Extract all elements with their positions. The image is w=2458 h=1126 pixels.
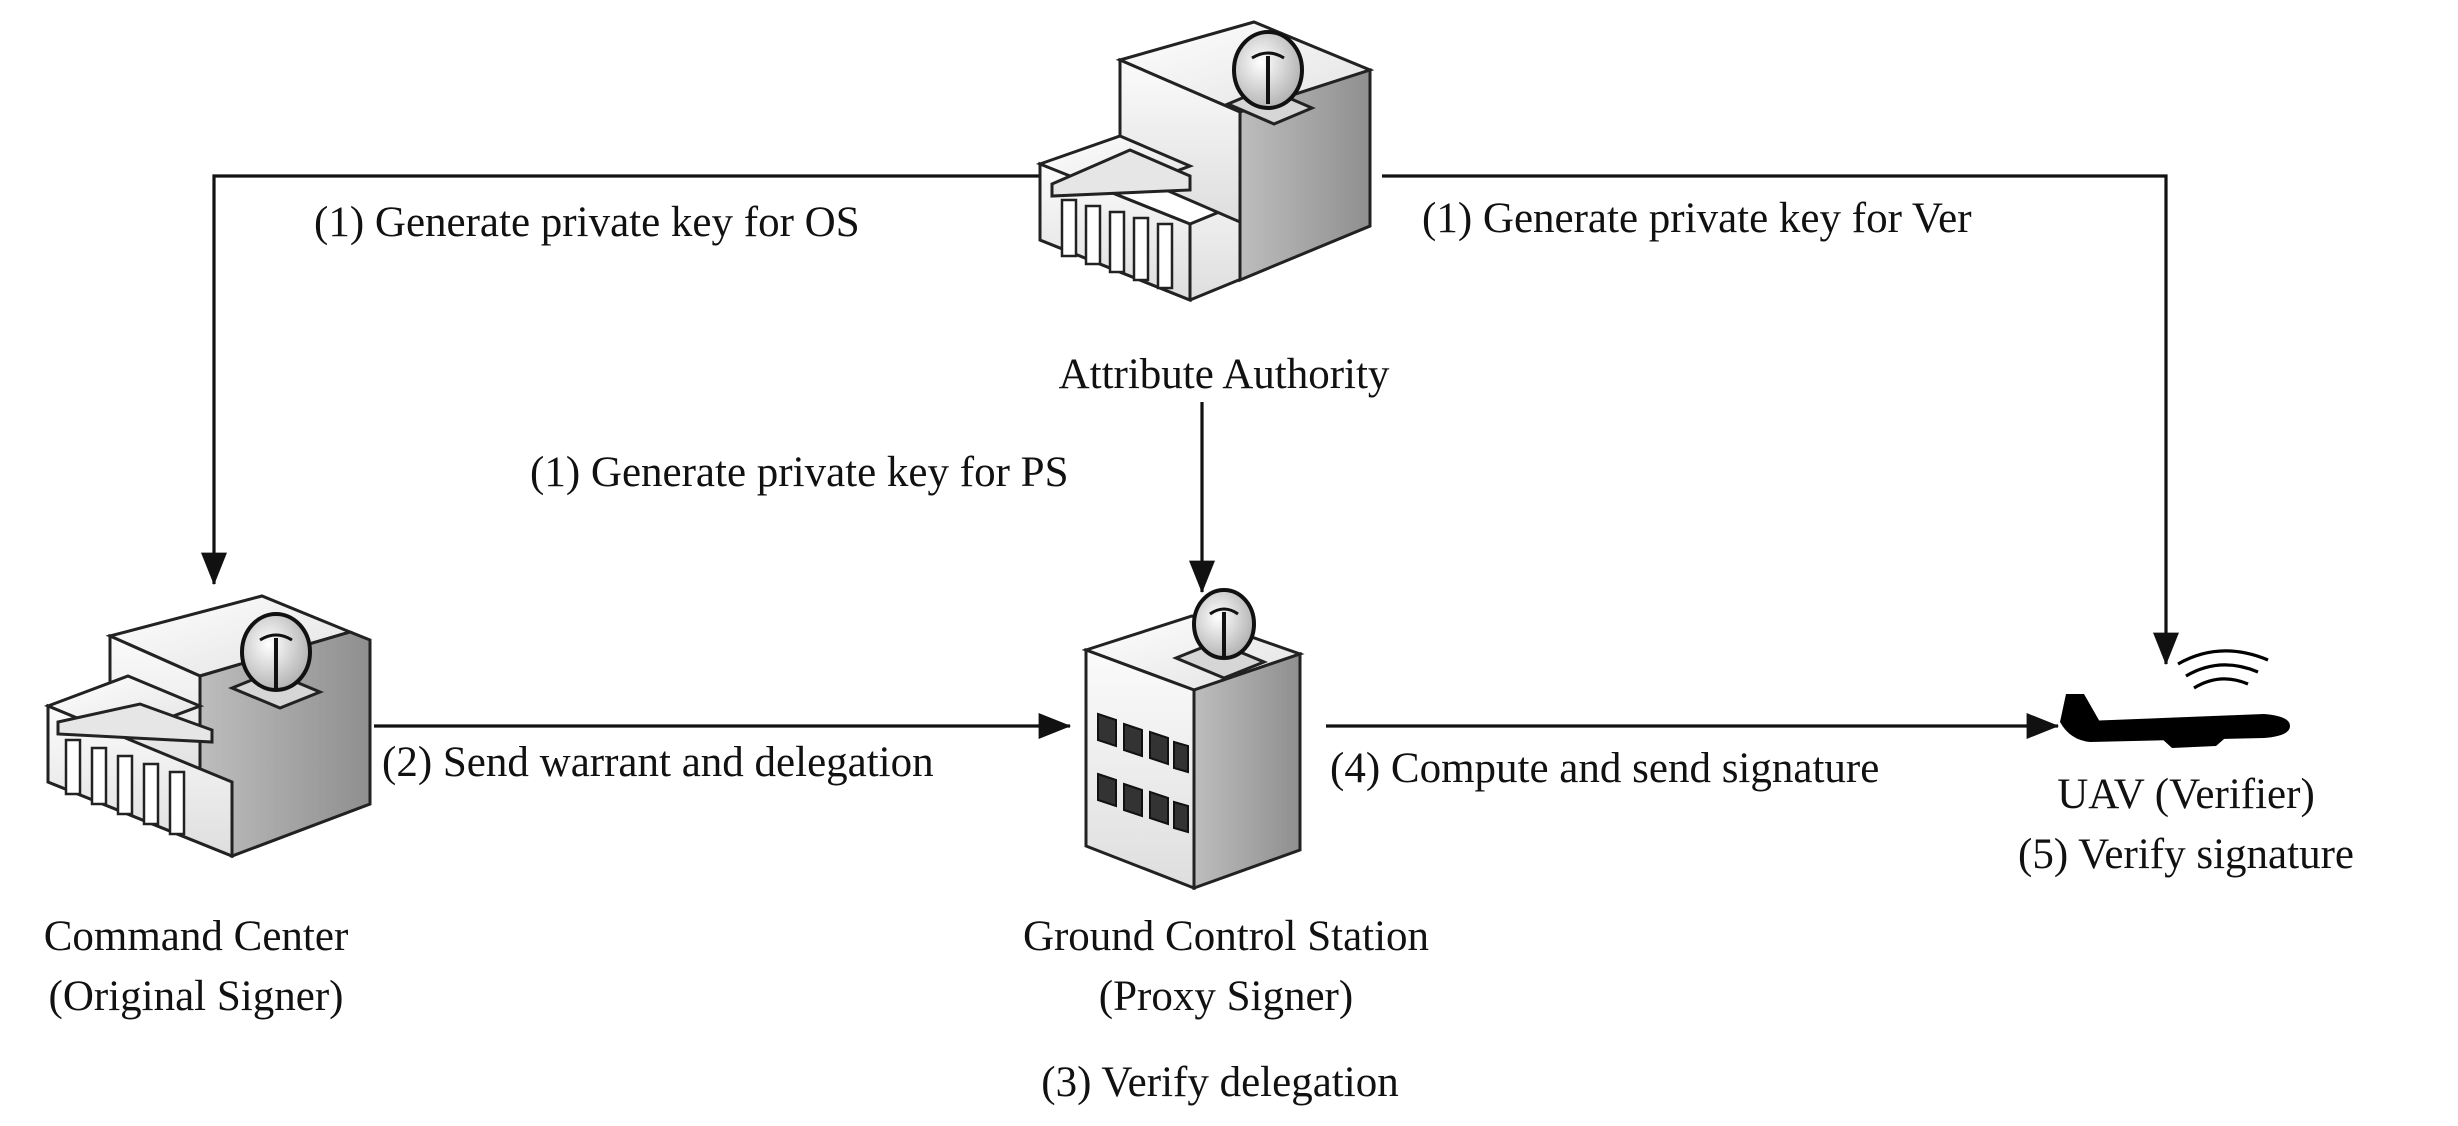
label-verify-signature: (5) Verify signature [2018,831,2354,878]
connectors [201,174,2179,739]
label-command-center-role: (Original Signer) [49,973,344,1020]
uav-airplane-icon [2060,649,2290,748]
label-os-to-ps: (2) Send warrant and delegation [382,739,934,786]
label-aa-to-ps: (1) Generate private key for PS [530,449,1069,496]
label-command-center: Command Center [44,913,349,960]
attribute-authority-building-icon [1035,20,1375,303]
label-aa-to-ver: (1) Generate private key for Ver [1422,195,1972,242]
labels: Attribute Authority (1) Generate private… [44,195,2354,1106]
label-verify-delegation: (3) Verify delegation [1041,1059,1398,1106]
edge-aa-to-ver [1382,174,2179,666]
label-ground-control-station-role: (Proxy Signer) [1099,973,1353,1020]
label-ground-control-station: Ground Control Station [1023,913,1429,960]
signal-waves-icon [2177,649,2269,690]
edge-aa-to-os [201,174,1046,586]
command-center-building-icon [43,594,372,859]
label-attribute-authority: Attribute Authority [1059,351,1390,398]
label-ps-to-ver: (4) Compute and send signature [1330,745,1879,792]
label-uav: UAV (Verifier) [2057,771,2315,818]
label-aa-to-os: (1) Generate private key for OS [314,199,860,246]
ground-control-station-building-icon [1081,588,1305,891]
